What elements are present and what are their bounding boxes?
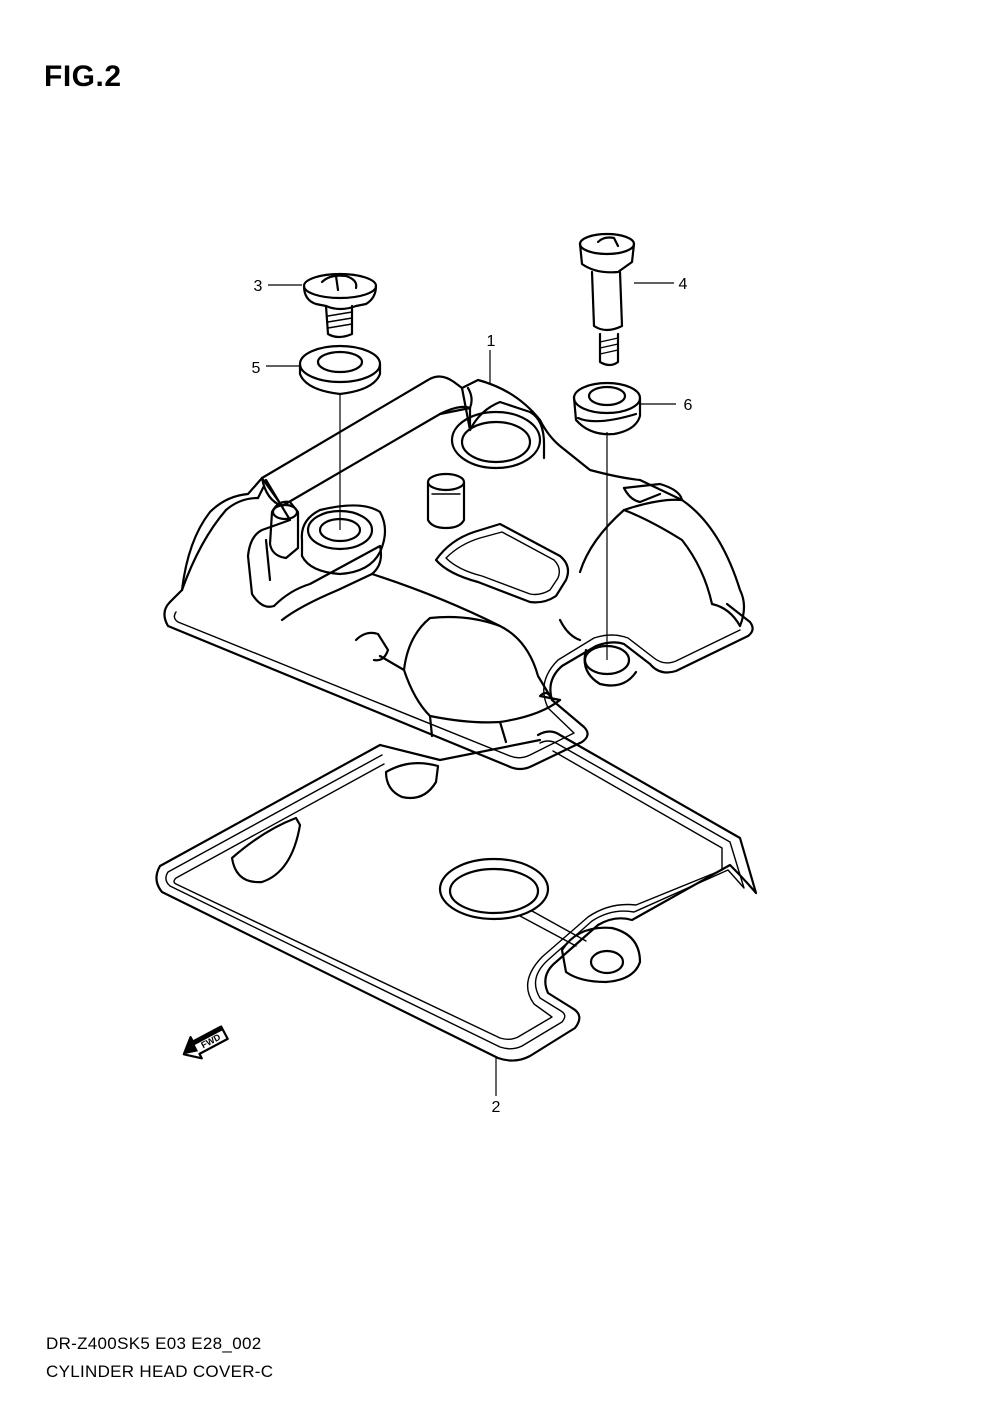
callout-3: 3 <box>254 278 263 295</box>
callout-2: 2 <box>492 1099 501 1116</box>
diagram-code: DR-Z400SK5 E03 E28_002 <box>46 1334 262 1353</box>
grommet-part-6 <box>572 381 642 436</box>
bolt-part-3 <box>302 272 378 339</box>
fwd-direction-arrow: FWD <box>182 1025 229 1060</box>
callout-5: 5 <box>252 360 261 377</box>
cylinder-head-cover-part <box>163 375 754 771</box>
washer-part-5 <box>298 344 382 396</box>
callout-6: 6 <box>684 397 693 414</box>
assembly-guide-lines <box>339 395 608 660</box>
callout-leaders <box>266 282 676 1096</box>
figure-title: FIG.2 <box>44 60 122 93</box>
callout-1: 1 <box>487 333 496 350</box>
callout-4: 4 <box>679 276 688 293</box>
gasket-part <box>155 730 758 1062</box>
callout-labels: 1 2 3 4 5 6 <box>252 276 693 1116</box>
diagram-name: CYLINDER HEAD COVER-C <box>46 1362 274 1381</box>
bolt-part-4 <box>578 232 636 367</box>
